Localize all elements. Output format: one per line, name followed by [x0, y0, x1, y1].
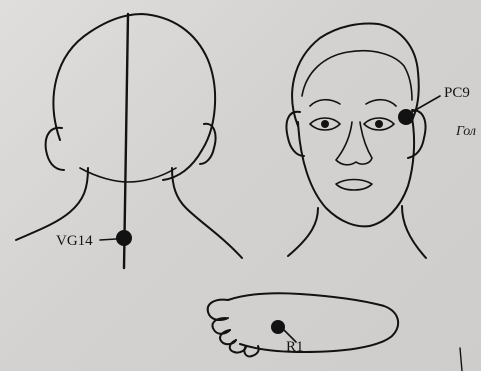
hair-inner [302, 51, 412, 100]
foot-outline [228, 293, 398, 352]
stray-mark [460, 348, 462, 371]
point-pc9-label: PC9 [444, 86, 470, 101]
nose [336, 122, 372, 165]
iris-right [375, 120, 383, 128]
neck-face-right [402, 206, 426, 258]
neck-face-left [288, 208, 318, 256]
cropped-caption: Гол [456, 124, 476, 140]
toe-1 [208, 300, 228, 320]
neck-left [16, 168, 88, 240]
head-back-outline [53, 14, 215, 180]
point-r1-dot [271, 320, 285, 334]
point-r1-label: R1 [286, 340, 304, 355]
head-back-drawing [16, 14, 242, 268]
face-outline [298, 118, 414, 226]
mouth [336, 180, 372, 191]
midline [124, 14, 128, 268]
neck-right [172, 168, 242, 258]
hairline-lower [80, 168, 176, 182]
vg14-leader [100, 239, 116, 240]
brow-right [366, 100, 396, 106]
point-vg14-label: VG14 [56, 234, 93, 249]
pc9-leader [412, 96, 440, 112]
point-vg14-dot [116, 230, 132, 246]
ear-right [200, 124, 216, 164]
ear-left [46, 128, 64, 170]
face-front-drawing [287, 24, 441, 258]
brow-left [310, 100, 340, 106]
iris-left [321, 120, 329, 128]
